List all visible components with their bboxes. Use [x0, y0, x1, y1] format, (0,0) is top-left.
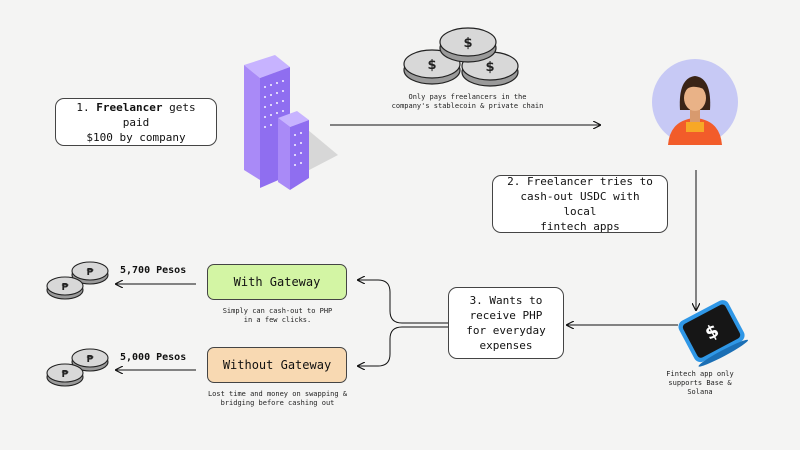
- step3-line1: 3. Wants to: [469, 294, 543, 307]
- step1-text-b: $100 by company: [86, 130, 186, 144]
- step3-line2: receive PHP: [469, 309, 543, 322]
- step1-text-a: gets paid: [122, 100, 196, 129]
- with-gateway-amount: 5,700 Pesos: [120, 265, 187, 276]
- svg-text:$: $: [463, 36, 472, 51]
- coins-caption-line1: Only pays freelancers in the: [408, 93, 527, 101]
- phone-caption-line3: Solana: [687, 388, 713, 396]
- step2-box: 2. Freelancer tries to cash-out USDC wit…: [492, 175, 668, 233]
- step3-line3: for everyday: [466, 324, 546, 337]
- without-gateway-caption-line1: Lost time and money on swapping &: [207, 390, 348, 398]
- phone-caption-line1: Fintech app only: [666, 370, 734, 378]
- coins-caption: Only pays freelancers in the company's s…: [385, 93, 550, 111]
- phone-caption-line2: supports Base &: [668, 379, 732, 387]
- coins-caption-line2: company's stablecoin & private chain: [391, 102, 544, 110]
- svg-text:₱: ₱: [62, 369, 69, 380]
- with-gateway-caption: Simply can cash-out to PHP in a few clic…: [200, 307, 355, 325]
- svg-text:₱: ₱: [87, 354, 94, 365]
- svg-text:$: $: [427, 58, 436, 73]
- arrow-step3-to-with-gateway: [358, 280, 448, 324]
- step3-box: 3. Wants to receive PHP for everyday exp…: [448, 287, 564, 359]
- step3-line4: expenses: [479, 339, 533, 352]
- svg-text:₱: ₱: [87, 267, 94, 278]
- arrow-step3-to-without-gateway: [358, 326, 448, 366]
- phone-caption: Fintech app only supports Base & Solana: [660, 370, 740, 397]
- step1-box: 1. Freelancer gets paid $100 by company: [55, 98, 217, 146]
- with-gateway-caption-line1: Simply can cash-out to PHP: [222, 307, 333, 315]
- step2-line1: 2. Freelancer tries to: [507, 175, 653, 188]
- svg-text:$: $: [485, 60, 494, 75]
- with-gateway-caption-line2: in a few clicks.: [243, 316, 312, 324]
- without-gateway-caption-line2: bridging before cashing out: [220, 399, 335, 407]
- without-gateway-amount: 5,000 Pesos: [120, 352, 187, 363]
- with-gateway-pill: With Gateway: [207, 264, 347, 300]
- without-gateway-caption: Lost time and money on swapping & bridgi…: [190, 390, 365, 408]
- step1-bold: Freelancer: [96, 100, 163, 114]
- step2-line2: cash-out USDC with local: [520, 190, 640, 218]
- svg-text:₱: ₱: [62, 282, 69, 293]
- without-gateway-pill: Without Gateway: [207, 347, 347, 383]
- step1-number: 1.: [76, 100, 90, 114]
- step2-line3: fintech apps: [540, 220, 620, 233]
